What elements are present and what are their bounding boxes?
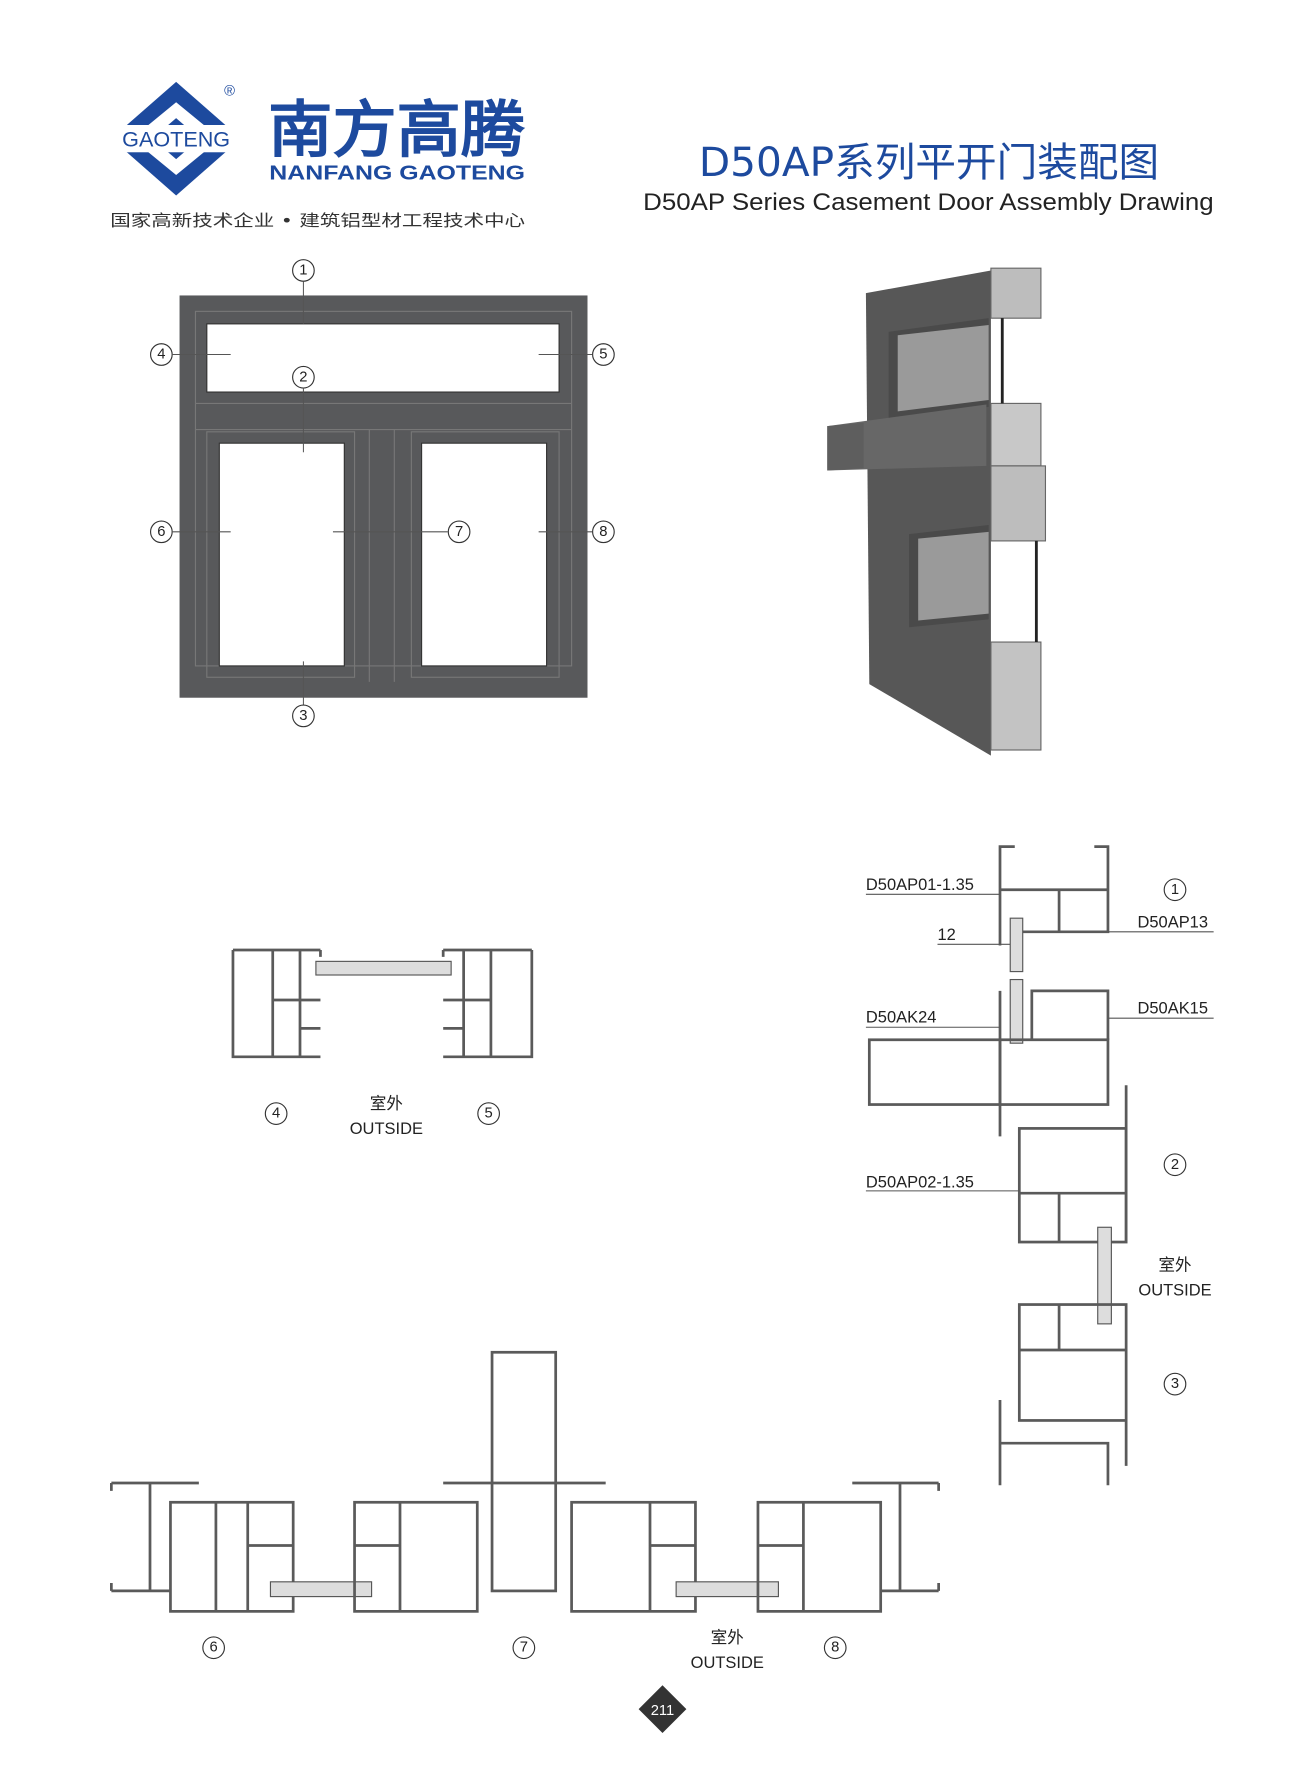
bsection-callout-6: 6 xyxy=(202,1636,226,1660)
callout-1: 1 xyxy=(292,259,315,282)
svg-text:5: 5 xyxy=(599,347,607,363)
logo-registered: ® xyxy=(224,83,235,99)
svg-text:8: 8 xyxy=(831,1640,839,1656)
vsection-callout-3: 3 xyxy=(1163,1372,1187,1396)
outside-label-cn: 室外 xyxy=(1159,1255,1192,1274)
outside-label-cn: 室外 xyxy=(711,1628,744,1647)
svg-text:7: 7 xyxy=(455,524,463,540)
section-vertical: D50AP01-1.35 D50AP13 12 D50AK24 D50AK15 … xyxy=(866,845,1214,1486)
logo-tagline: 国家高新技术企业 • 建筑铝型材工程技术中心 xyxy=(110,211,525,230)
door-elevation: 1 2 3 4 5 6 7 8 xyxy=(150,259,615,728)
svg-text:1: 1 xyxy=(1171,882,1179,898)
part-label-d50ak24: D50AK24 xyxy=(866,1009,937,1027)
part-label-d50ak15: D50AK15 xyxy=(1138,1000,1209,1018)
page-number-badge: 211 xyxy=(638,1685,687,1733)
svg-text:3: 3 xyxy=(1171,1376,1179,1392)
callout-8: 8 xyxy=(592,520,615,544)
svg-text:2: 2 xyxy=(299,369,307,385)
svg-text:7: 7 xyxy=(520,1640,528,1656)
part-label-d50ap02: D50AP02-1.35 xyxy=(866,1174,974,1192)
page-title-en: D50AP Series Casement Door Assembly Draw… xyxy=(643,189,1213,216)
callout-5: 5 xyxy=(592,343,615,366)
vsection-callout-2: 2 xyxy=(1163,1153,1187,1177)
svg-text:6: 6 xyxy=(157,524,165,540)
part-label-d50ap01: D50AP01-1.35 xyxy=(866,876,974,894)
part-label-d50ap13: D50AP13 xyxy=(1138,913,1209,931)
callout-3: 3 xyxy=(292,704,315,728)
callout-6: 6 xyxy=(150,520,173,544)
section-door-horizontal: 6 7 8 室外 OUTSIDE xyxy=(110,1350,941,1672)
outside-label-en: OUTSIDE xyxy=(1138,1281,1211,1299)
outside-label-en: OUTSIDE xyxy=(691,1654,764,1672)
svg-text:8: 8 xyxy=(599,524,607,540)
logo-name-cn: 南方高腾 xyxy=(268,95,525,166)
section-callout-5: 5 xyxy=(477,1102,501,1125)
callout-4: 4 xyxy=(150,343,173,366)
page-title-cn: D50AP系列平开门装配图 xyxy=(699,140,1159,186)
dimension-12: 12 xyxy=(938,926,956,944)
profile-3d-render xyxy=(827,267,1047,756)
svg-text:1: 1 xyxy=(299,262,307,278)
callout-2: 2 xyxy=(292,365,315,389)
page-number: 211 xyxy=(651,1703,675,1719)
section-transom-horizontal: 4 5 室外 OUTSIDE xyxy=(231,948,534,1138)
svg-text:4: 4 xyxy=(157,347,165,363)
outside-label-en: OUTSIDE xyxy=(350,1120,423,1138)
svg-text:5: 5 xyxy=(485,1106,493,1122)
vsection-callout-1: 1 xyxy=(1163,878,1187,902)
brand-logo: GAOTENG ® 南方高腾 NANFANG GAOTENG 国家高新技术企业 … xyxy=(109,81,526,230)
bsection-callout-8: 8 xyxy=(823,1636,847,1660)
callout-7: 7 xyxy=(447,520,471,544)
svg-text:6: 6 xyxy=(210,1640,218,1656)
svg-text:3: 3 xyxy=(299,708,307,724)
logo-emblem-text: GAOTENG xyxy=(122,127,230,152)
outside-label-cn: 室外 xyxy=(370,1094,403,1113)
logo-name-en: NANFANG GAOTENG xyxy=(269,162,525,185)
svg-text:4: 4 xyxy=(272,1106,280,1122)
section-callout-4: 4 xyxy=(264,1102,288,1125)
bsection-callout-7: 7 xyxy=(512,1636,536,1660)
svg-text:2: 2 xyxy=(1171,1157,1179,1173)
